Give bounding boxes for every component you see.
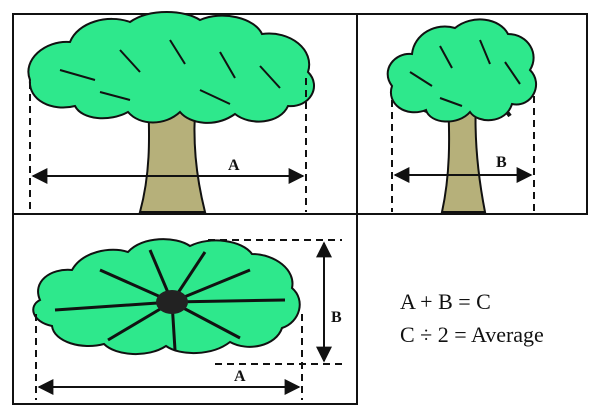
formula-average: C ÷ 2 = Average <box>400 322 544 347</box>
top-view-depth-label: B <box>331 309 342 326</box>
top-view-width-label: A <box>234 368 246 385</box>
wide-tree-width-label: A <box>228 157 240 174</box>
wide-tree-crown <box>27 11 315 124</box>
wide-tree-illustration: A <box>27 11 315 213</box>
narrow-tree-trunk <box>440 99 487 213</box>
formula-sum: A + B = C <box>400 289 491 314</box>
narrow-tree-crown <box>386 18 537 123</box>
top-view-crown-illustration: B A <box>32 238 342 400</box>
narrow-tree-width-label: B <box>496 154 507 171</box>
narrow-tree-illustration: B <box>386 18 537 213</box>
top-view-trunk-center <box>156 290 188 314</box>
